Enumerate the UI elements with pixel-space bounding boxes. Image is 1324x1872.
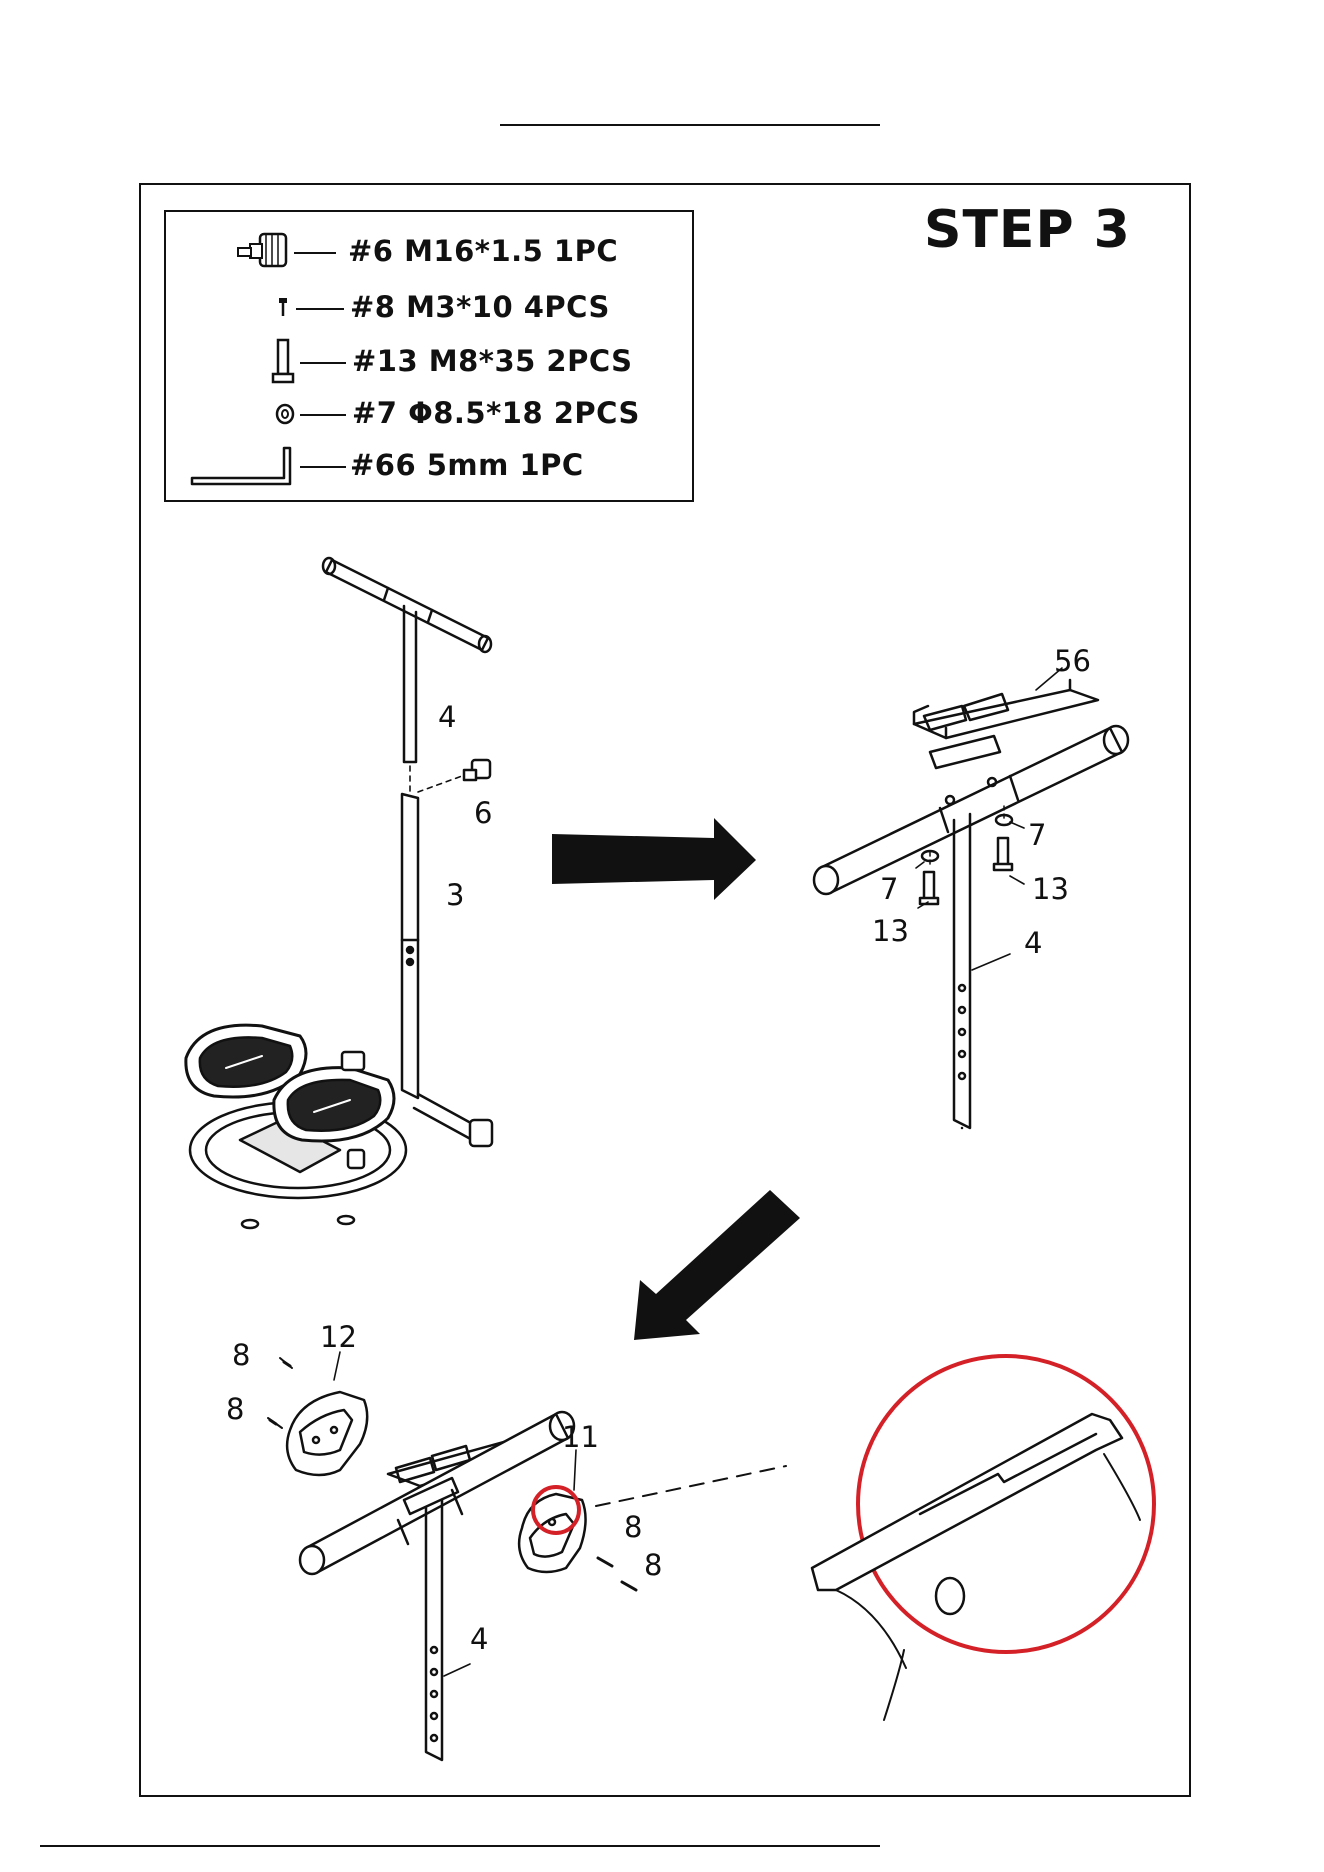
- callout-13: 13: [1032, 872, 1069, 906]
- zoom-detail: [812, 1356, 1154, 1720]
- right-assembly: [814, 668, 1128, 1128]
- arrow-down-left-icon: [634, 1190, 800, 1340]
- callout-7: 7: [1028, 818, 1046, 852]
- callout-11: 11: [562, 1420, 599, 1454]
- callout-7: 7: [880, 872, 898, 906]
- callout-8: 8: [644, 1548, 662, 1582]
- callout-4: 4: [470, 1622, 488, 1656]
- callout-4: 4: [1024, 926, 1042, 960]
- callout-56: 56: [1054, 644, 1091, 678]
- callout-13: 13: [872, 914, 909, 948]
- callout-8: 8: [226, 1392, 244, 1426]
- callout-3: 3: [446, 878, 464, 912]
- arrow-right-icon: [552, 818, 756, 900]
- callout-12: 12: [320, 1320, 357, 1354]
- callout-8: 8: [624, 1510, 642, 1544]
- bottom-assembly: [268, 1352, 786, 1760]
- callout-4: 4: [438, 700, 456, 734]
- footer-rule: [40, 1845, 880, 1847]
- callout-6: 6: [474, 796, 492, 830]
- callout-8: 8: [232, 1338, 250, 1372]
- knob-part: [418, 760, 490, 792]
